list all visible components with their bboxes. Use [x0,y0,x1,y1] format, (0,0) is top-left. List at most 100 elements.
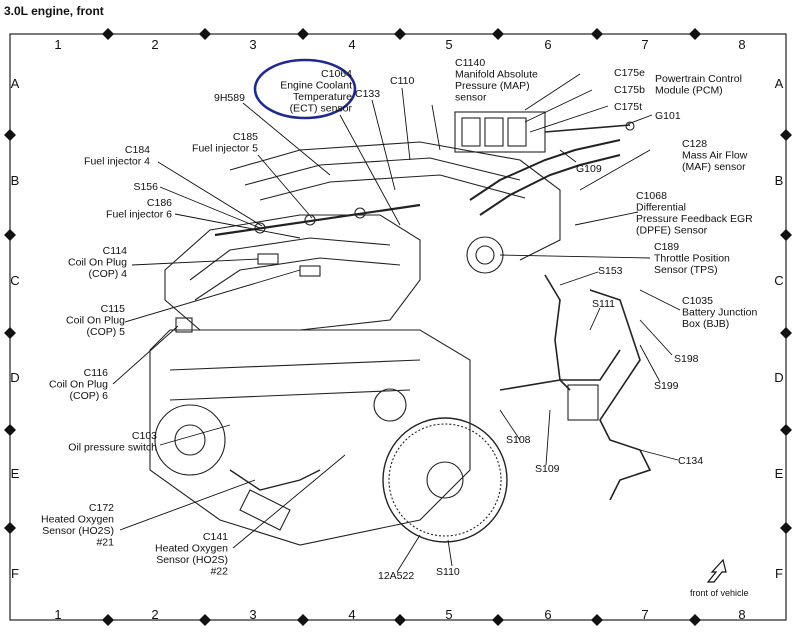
grid-row-label-left: B [11,173,20,188]
grid-tick-right [780,229,792,241]
leader-lines [112,73,681,573]
callout-line: G101 [655,110,681,122]
coil-on-plug-shape [257,253,279,265]
grid-tick-bottom [591,614,603,626]
grid-tick-right [780,424,792,436]
callout-line: C1064 [321,68,352,80]
valve-cover-outline [164,214,421,331]
callout-line: Battery Junction [682,307,757,319]
callout-line: Heated Oxygen [41,514,114,526]
leader-line-c116 [112,325,179,385]
wire-harness [499,349,621,391]
fuel-injector-shape [254,222,266,234]
leader-line-c141 [232,454,346,549]
callout-line: S109 [535,463,560,475]
callout-line: Pressure Feedback EGR [636,213,753,225]
callout-s153: S153 [598,265,623,277]
callout-c133: C133 [355,88,380,100]
diagram-title: 3.0L engine, front [4,4,104,18]
callout-line: C175t [614,101,642,113]
grid-row-label-right: F [775,566,783,581]
flywheel-hub [426,461,464,499]
grid-row-label-right: C [774,273,783,288]
grid-tick-right [780,327,792,339]
grid-col-label-bottom: 7 [641,607,648,622]
grid-row-label-right: A [775,76,784,91]
wire-harness [544,274,571,391]
callout-line: #22 [210,566,228,578]
callout-c175t: C175t [614,101,642,113]
callout-line: Coil On Plug [66,315,125,327]
callout-front-of-vehicle: front of vehicle [690,588,749,598]
callout-line: S153 [598,265,623,277]
grid-col-label-top: 6 [544,37,551,52]
callout-line: C1140 [455,57,485,69]
callout-line: Mass Air Flow [682,150,748,162]
grid-tick-left [4,129,16,141]
arrow-icon [706,558,727,583]
callout-line: 9H589 [214,92,245,104]
engine-illustration [149,111,652,546]
callout-line: 12A522 [378,570,414,582]
callout-line: (COP) 4 [88,268,127,280]
leader-line-s199 [639,344,661,383]
grid-col-label-bottom: 4 [348,607,355,622]
callout-line: C172 [89,502,114,514]
callout-line: Box (BJB) [682,318,729,330]
grid-col-label-bottom: 5 [445,607,452,622]
callout-line: S108 [506,434,531,446]
exhaust-flange [239,489,291,531]
ground-terminal [625,121,635,131]
grid-tick-right [780,129,792,141]
grid-tick-top [199,28,211,40]
callout-line: Coil On Plug [49,379,108,391]
grid-col-label-bottom: 1 [54,607,61,622]
grid-row-label-left: D [10,370,19,385]
callout-line: S110 [436,566,460,578]
grid-col-label-top: 2 [151,37,158,52]
callout-line: Heated Oxygen [155,543,228,555]
callout-line: C1068 [636,190,667,202]
callout-line: Engine Coolant [280,80,352,92]
callout-line: (COP) 5 [86,326,125,338]
callout-s111: S111 [592,298,615,310]
grid-row-label-right: B [775,173,784,188]
callout-s108: S108 [506,434,531,446]
grid-col-label-top: 3 [249,37,256,52]
grid-row-label-left: A [11,76,20,91]
callout-line: (COP) 6 [69,390,108,402]
callout-line: Manifold Absolute [455,69,538,81]
leader-line-c1035 [639,289,681,311]
callout-line: C103 [132,430,157,442]
leader-line-c184 [157,161,263,227]
callout-c134: C134 [678,455,703,467]
callout-s198: S198 [674,353,699,365]
leader-line-c175b [524,89,593,123]
grid-col-label-top: 5 [445,37,452,52]
grid-tick-top [591,28,603,40]
callout-c110: C110 [390,75,414,87]
pcm-connector [461,117,481,147]
callout-line: (ECT) sensor [290,103,353,115]
throttle-body-shape [466,236,504,274]
grid-tick-top [102,28,114,40]
grid-row-label-left: E [11,466,20,481]
front-of-vehicle-arrow [706,558,727,583]
grid-tick-bottom [689,614,701,626]
grid-tick-top [297,28,309,40]
grid-tick-bottom [394,614,406,626]
callout-line: Throttle Position [654,253,730,265]
fuel-injector-shape [354,207,366,219]
grid-tick-right [780,522,792,534]
leader-line-c1140 [431,104,441,151]
ho2s-cable [229,469,321,491]
